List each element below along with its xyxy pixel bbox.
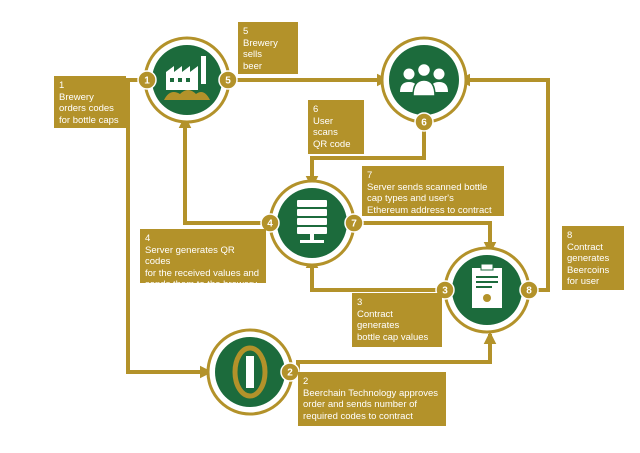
arrow-8-contract-to-users xyxy=(457,73,550,292)
step-3-number: 3 xyxy=(357,297,363,308)
arrow-1-brewery-to-beerchain xyxy=(126,78,213,379)
node-brewery xyxy=(143,36,231,124)
step-8-number: 8 xyxy=(567,230,573,241)
step-badge-number: 3 xyxy=(442,286,448,297)
step-badge-number: 7 xyxy=(351,219,357,230)
step-badge-number: 4 xyxy=(267,219,273,230)
step-5-number: 5 xyxy=(243,26,249,37)
step-badge-number: 5 xyxy=(225,76,231,87)
step-badges: 1 5 6 4 7 3 8 2 xyxy=(137,70,539,382)
step-1-number: 1 xyxy=(59,80,65,91)
step-6-text: User scans QR code xyxy=(313,115,351,150)
node-beerchain xyxy=(206,328,294,416)
node-contract xyxy=(443,246,531,334)
step-badge-number: 8 xyxy=(526,286,532,297)
step-3-text: Contract generates bottle cap values xyxy=(357,308,429,343)
step-4-text: Server generates QR codes for the receiv… xyxy=(145,244,260,291)
arrow-6-users-to-server xyxy=(305,122,426,189)
step-2-text: Beerchain Technology approves order and … xyxy=(303,387,439,422)
step-7-text: Server sends scanned bottle cap types an… xyxy=(367,181,492,216)
beerchain-coin-icon xyxy=(232,345,268,399)
step-badge-7 xyxy=(344,213,364,233)
step-badge-number: 6 xyxy=(421,118,427,129)
server-icon xyxy=(297,200,327,243)
factory-icon xyxy=(164,56,210,100)
arrow-7-server-to-contract xyxy=(354,221,497,255)
step-badge-number: 2 xyxy=(287,368,293,379)
arrow-3-contract-to-server xyxy=(305,255,443,292)
step-1-text: Brewery orders codes for bottle caps xyxy=(59,91,119,126)
step-6-number: 6 xyxy=(313,104,319,115)
step-badge-1 xyxy=(137,70,157,90)
step-badge-5 xyxy=(218,70,238,90)
step-7-number: 7 xyxy=(367,170,373,181)
step-8-text: Contract generates Beercoins for user xyxy=(567,241,610,288)
contract-document-icon xyxy=(472,263,502,308)
step-5-text: Brewery sells beer xyxy=(243,37,278,72)
step-badge-8 xyxy=(519,280,539,300)
users-group-icon xyxy=(400,62,448,97)
step-badge-number: 1 xyxy=(144,76,150,87)
step-badge-6 xyxy=(414,112,434,132)
step-badge-4 xyxy=(260,213,280,233)
node-users xyxy=(380,36,468,124)
step-2-number: 2 xyxy=(303,376,309,387)
step-4-number: 4 xyxy=(145,233,151,244)
arrow-4-server-to-brewery xyxy=(178,115,270,225)
node-server xyxy=(268,179,356,267)
